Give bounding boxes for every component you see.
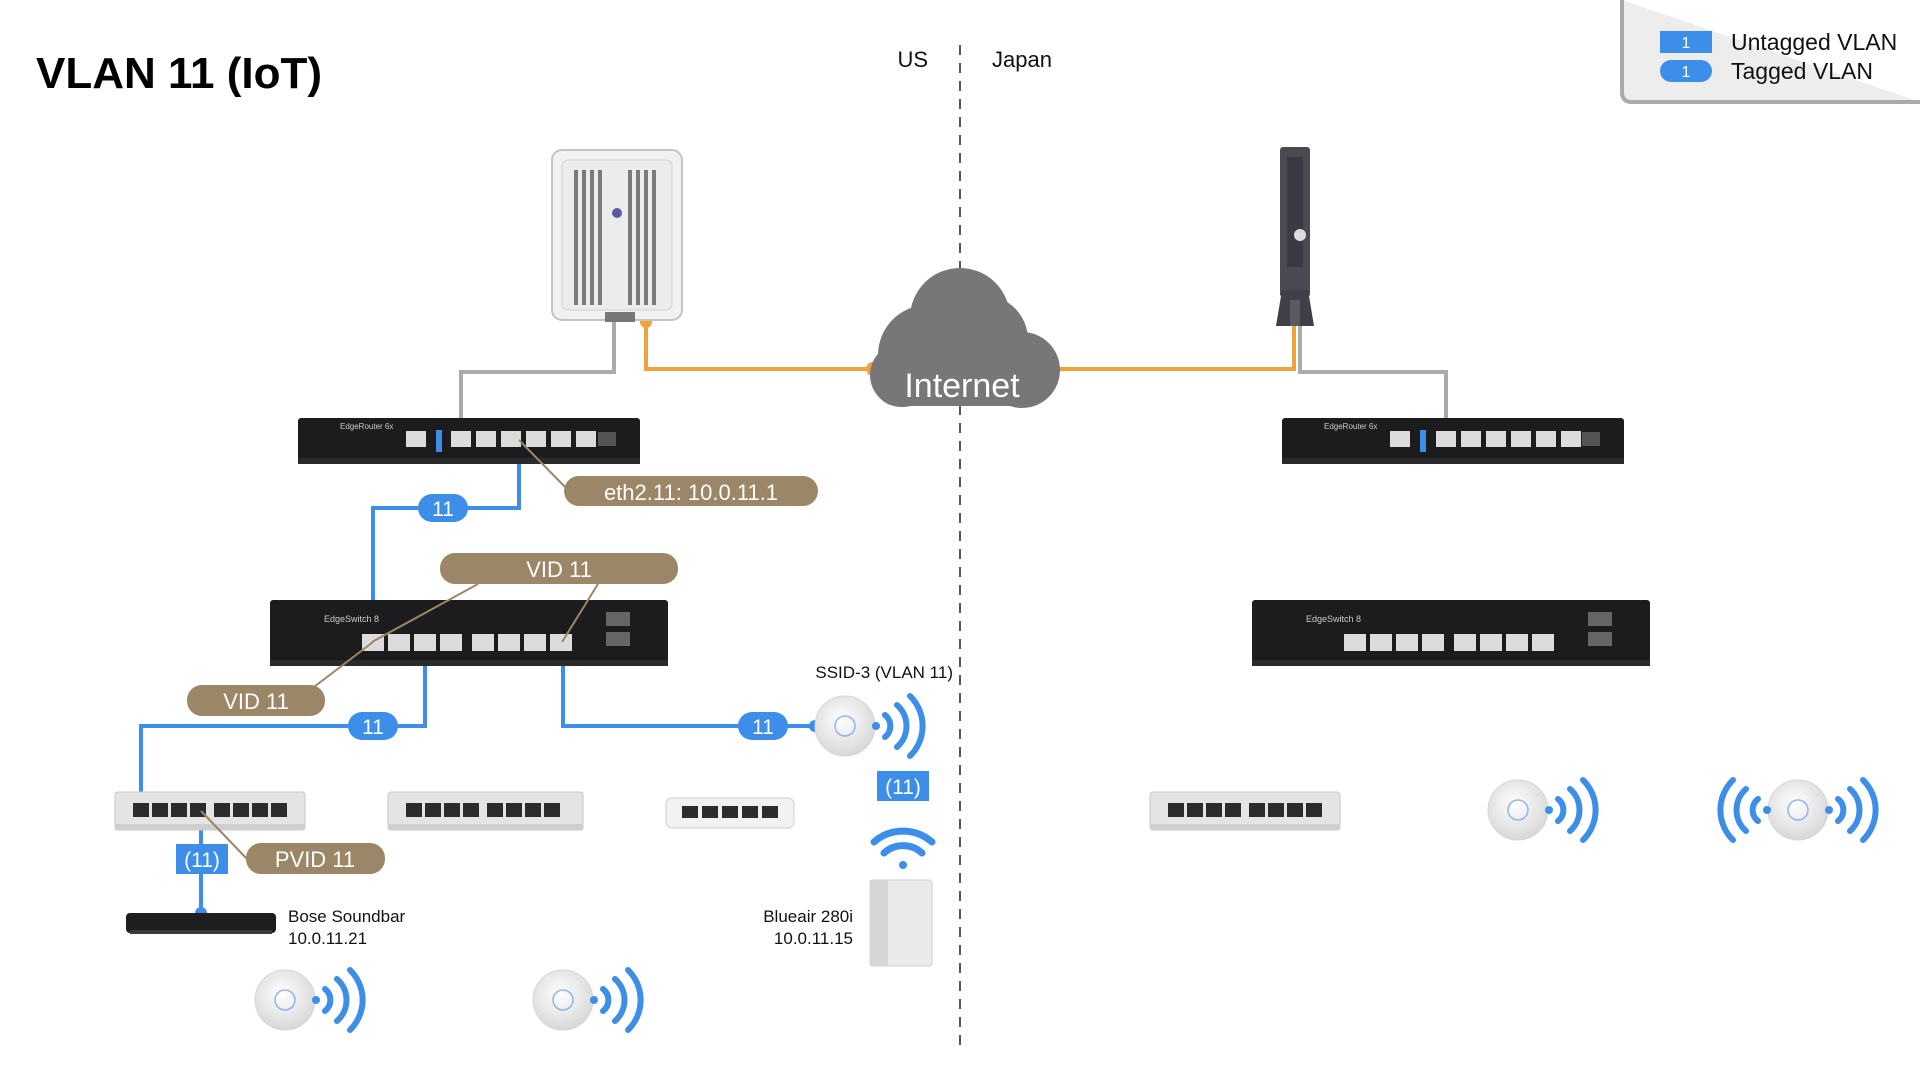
router-us: EdgeRouter 6x (298, 418, 640, 464)
legend-tagged-swatch (1660, 60, 1712, 82)
ont-jp (1276, 147, 1314, 326)
small-switch-2 (387, 791, 584, 831)
switch-jp-brand: EdgeSwitch 8 (1306, 614, 1361, 624)
switch-vid-left-text: VID 11 (223, 689, 289, 714)
region-label-japan: Japan (992, 47, 1052, 72)
wifi-waves-icon (882, 693, 926, 759)
vlan-cable-switch-to-small-switch (139, 642, 427, 811)
vlan-tag-switch-smallswitch: 11 (348, 712, 398, 740)
internet-label: Internet (904, 367, 1020, 405)
untagged-tag-wifi-text: (11) (885, 776, 921, 799)
legend-untagged-label: Untagged VLAN (1731, 29, 1897, 55)
vlan-tag-router-switch: 11 (418, 494, 468, 522)
router-jp-brand: EdgeRouter 6x (1324, 422, 1377, 431)
purifier-ip: 10.0.11.15 (774, 929, 853, 948)
switch-vid-top-text: VID 11 (526, 557, 592, 582)
legend-tagged-label: Tagged VLAN (1731, 58, 1873, 84)
vlan-tag-switch-ap-text: 11 (752, 716, 774, 739)
switch-us-brand: EdgeSwitch 8 (324, 614, 379, 624)
pvid-label: PVID 11 (246, 843, 385, 874)
wifi-signal-icon (870, 827, 936, 869)
legend-tagged-number: 1 (1682, 64, 1691, 81)
untagged-tag-soundbar-text: (11) (184, 849, 220, 872)
cable-modem-to-router (459, 320, 616, 437)
soundbar-ip: 10.0.11.21 (288, 929, 367, 948)
vlan-tag-router-switch-text: 11 (432, 498, 454, 521)
small-switch-1 (114, 791, 306, 831)
purifier-name: Blueair 280i (763, 907, 853, 926)
legend-untagged-number: 1 (1682, 35, 1691, 52)
router-us-brand: EdgeRouter 6x (340, 422, 393, 431)
internet-cloud: Internet (870, 268, 1060, 408)
wifi-waves-icon (600, 967, 644, 1033)
router-jp: EdgeRouter 6x (1282, 418, 1624, 464)
vlan-cable-switch-to-ap (561, 642, 815, 728)
router-interface-label: eth2.11: 10.0.11.1 (564, 476, 818, 506)
wan-cable-jp (1045, 303, 1296, 371)
access-point-jp-2 (1717, 777, 1879, 843)
router-interface-text: eth2.11: 10.0.11.1 (604, 480, 778, 505)
switch-vid-left-label: VID 11 (187, 685, 325, 716)
access-point-ssid3 (814, 693, 926, 759)
untagged-tag-wifi: (11) (877, 771, 929, 801)
modem-us (551, 149, 683, 322)
wan-cable-us (644, 320, 873, 371)
cable-ont-to-router-jp (1298, 238, 1448, 437)
ont-jp-port (1294, 229, 1306, 241)
vlan-tag-switch-smallswitch-text: 11 (362, 716, 384, 739)
flex-mini-switch (665, 797, 795, 829)
page-title: VLAN 11 (IoT) (36, 49, 322, 98)
switch-us: EdgeSwitch 8 (270, 600, 668, 666)
ssid-label: SSID-3 (VLAN 11) (815, 663, 953, 682)
legend-untagged-swatch (1660, 31, 1712, 53)
legend: 1 Untagged VLAN 1 Tagged VLAN (1620, 0, 1920, 104)
untagged-tag-soundbar: (11) (176, 844, 228, 874)
wifi-waves-icon (1555, 777, 1599, 843)
wifi-waves-icon (1717, 777, 1879, 843)
vlan-tag-switch-ap: 11 (738, 712, 788, 740)
region-label-us: US (897, 47, 928, 72)
switch-jp: EdgeSwitch 8 (1252, 600, 1650, 666)
small-switch-jp (1149, 791, 1341, 831)
access-point-us-1 (254, 967, 366, 1033)
soundbar (126, 913, 276, 934)
wifi-waves-icon (322, 967, 366, 1033)
air-purifier (869, 879, 933, 967)
pvid-text: PVID 11 (275, 847, 355, 872)
switch-vid-top-label: VID 11 (440, 553, 678, 584)
soundbar-name: Bose Soundbar (288, 907, 406, 926)
access-point-jp-1 (1487, 777, 1599, 843)
access-point-us-2 (532, 967, 644, 1033)
